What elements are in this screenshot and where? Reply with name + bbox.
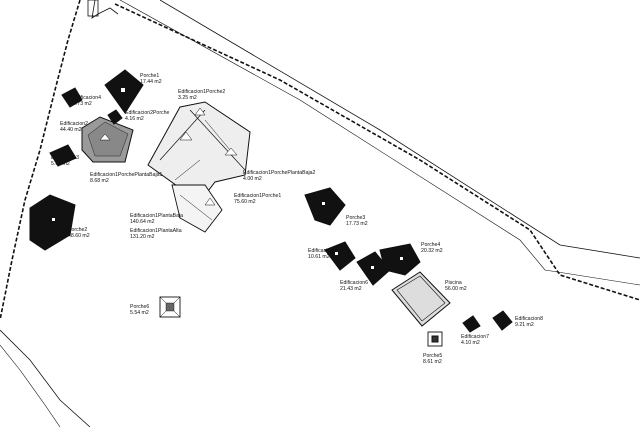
piscina [391, 271, 451, 327]
black-structures [29, 69, 513, 333]
porche6 [159, 296, 181, 318]
edificacion2-building [81, 116, 134, 163]
edificacion1-building [147, 101, 251, 233]
porche5 [427, 331, 443, 347]
building-markers [52, 88, 403, 269]
